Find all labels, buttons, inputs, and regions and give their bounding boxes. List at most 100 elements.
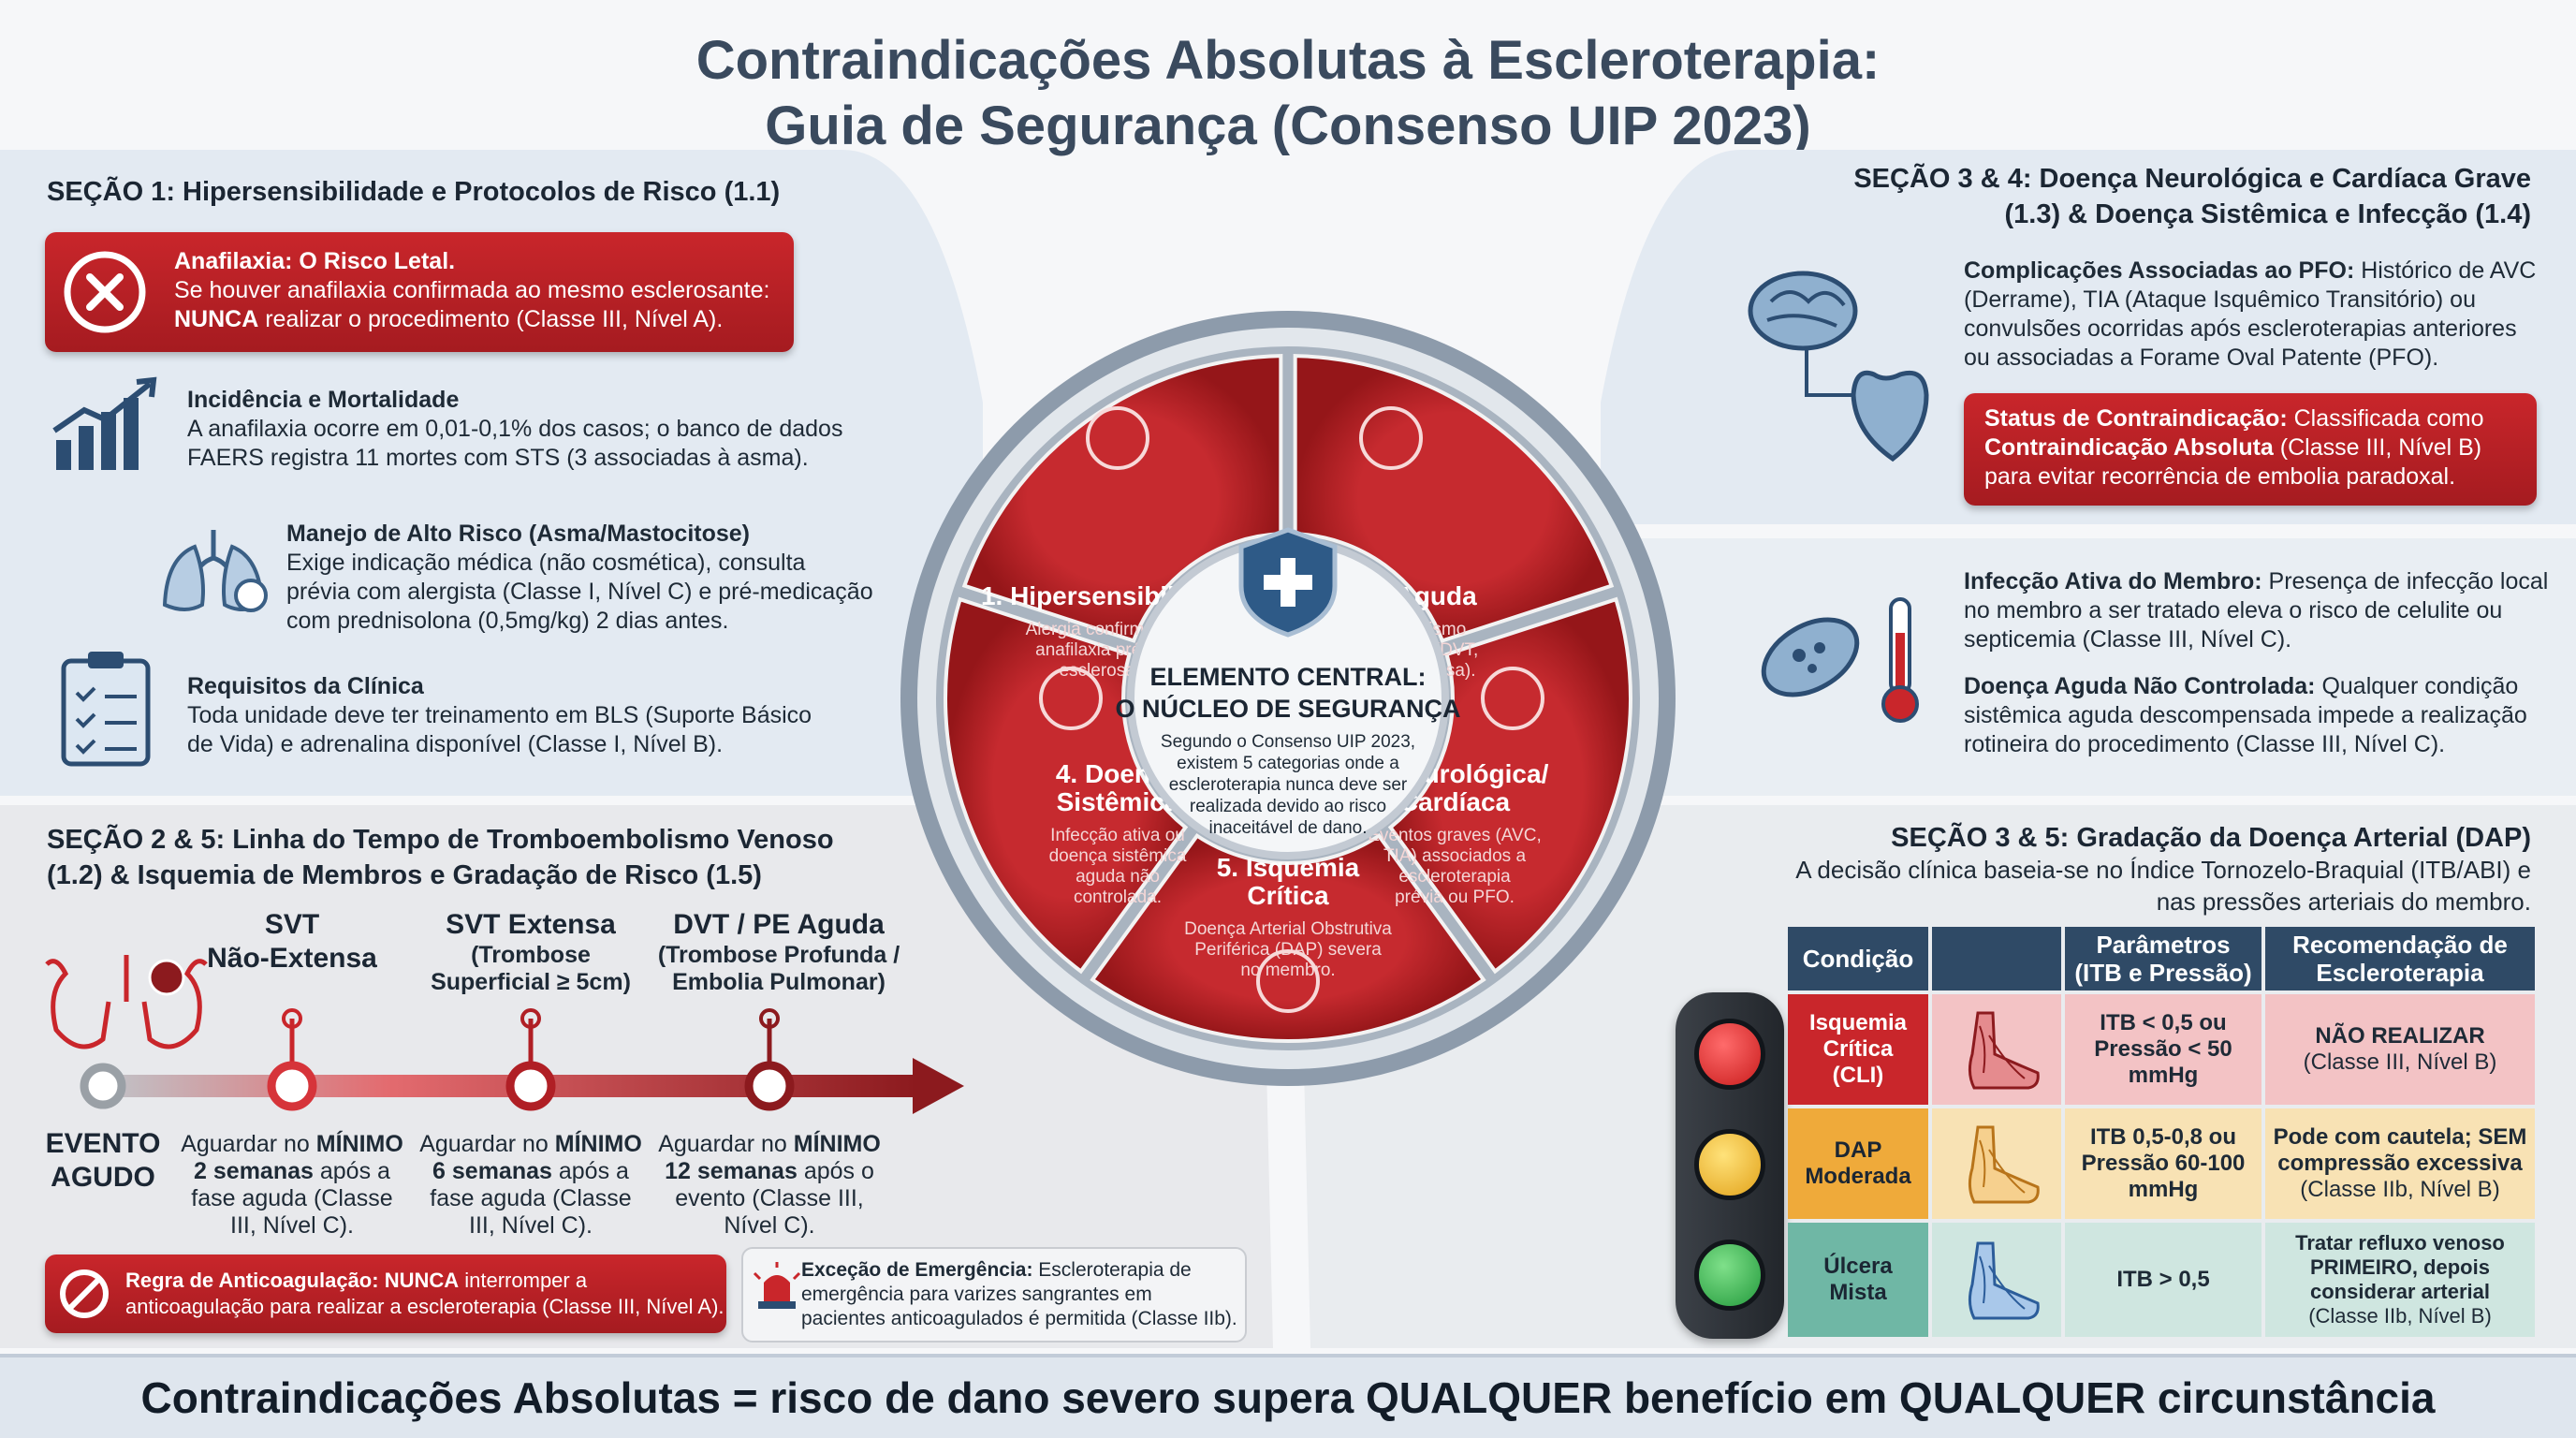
clinic-req-l1: Toda unidade deve ter treinamento em BLS…	[187, 702, 812, 728]
step-2-s2: Superficial ≥ 5cm)	[431, 969, 631, 995]
foot-red-icon	[1968, 1011, 2040, 1090]
incidence-l2: FAERS registra 11 mortes com STS (3 asso…	[187, 445, 809, 471]
page-title-line2: Guia de Segurança (Consenso UIP 2023)	[765, 95, 1811, 156]
traffic-light-yellow	[1694, 1129, 1765, 1200]
timeline	[45, 955, 964, 1114]
segment-ischemia-title-1: Crítica	[1247, 881, 1329, 910]
step-2-d0: Aguardar no	[419, 1131, 555, 1157]
alert-line2: realizar o procedimento (Classe III, Nív…	[258, 306, 724, 332]
step-3-d3: Nível C).	[724, 1212, 815, 1239]
timeline-node-3	[744, 1061, 795, 1111]
foot-icon	[1256, 949, 1320, 1013]
page-title-line1: Contraindicações Absolutas à Esclerotera…	[695, 30, 1881, 91]
segment-tve-acute	[1293, 354, 1615, 643]
segment-systemic-disease	[944, 596, 1189, 975]
timeline-node-event	[80, 1063, 126, 1109]
step-1-d2: fase aguda (Classe	[191, 1185, 393, 1211]
infection-l1: no membro a ser tratado eleva o risco de…	[1964, 597, 2503, 624]
traffic-light-red	[1694, 1019, 1765, 1090]
s25-title-l2: (1.2) & Isquemia de Membros e Gradação d…	[47, 860, 762, 890]
step-3-s1: (Trombose Profunda /	[657, 942, 900, 968]
step-1-desc: Aguardar no MÍNIMO 2 semanas após a fase…	[170, 1131, 414, 1240]
highrisk-l3: com prednisolona (0,5mg/kg) 2 dias antes…	[286, 608, 729, 634]
status-l1: (Classe III, Nível B)	[2273, 434, 2482, 461]
event-label: EVENTO AGUDO	[28, 1127, 178, 1195]
segment-ischemia-desc-2: no membro.	[1240, 961, 1335, 980]
step-1-d3: III, Nível C).	[230, 1212, 354, 1239]
incidence-l1: A anafilaxia ocorre em 0,01-0,1% dos cas…	[187, 416, 843, 442]
timeline-arrow	[913, 1058, 964, 1114]
row-ulcer-condition: Úlcera Mista	[1788, 1223, 1928, 1337]
core-title-2: O NÚCLEO DE SEGURANÇA	[1115, 694, 1460, 723]
page-title: Contraindicações Absolutas à Esclerotera…	[0, 28, 2576, 159]
row-ulcer-params: ITB > 0,5	[2065, 1223, 2261, 1337]
step-3: DVT / PE Aguda (Trombose Profunda / Embo…	[638, 908, 919, 996]
step-2-dstrong: MÍNIMO	[554, 1131, 642, 1157]
row-cli-foot	[1932, 994, 2061, 1105]
step-2-d3: III, Nível C).	[469, 1212, 593, 1239]
status-strong: Contraindicação Absoluta	[1984, 434, 2274, 461]
pfo-status-box: Status de Contraindicação: Classificada …	[1964, 393, 2537, 506]
step-3-s2: Embolia Pulmonar)	[672, 969, 886, 995]
clipboard-icon	[61, 652, 151, 767]
th-condition: Condição	[1788, 927, 1928, 990]
step-3-l1: DVT / PE Aguda	[673, 909, 885, 940]
row-ulcer-rec-bold: Tratar refluxo venoso PRIMEIRO, depois c…	[2295, 1231, 2505, 1303]
highrisk-l2: prévia com alergista (Classe I, Nível C)…	[286, 579, 873, 605]
core-title-1: ELEMENTO CENTRAL:	[1150, 663, 1427, 691]
foot-orange-icon	[1968, 1125, 2040, 1204]
step-1-d1: após a	[313, 1158, 390, 1184]
footer-banner: Contraindicações Absolutas = risco de da…	[0, 1354, 2576, 1438]
row-cli-condition: Isquemia Crítica (CLI)	[1788, 994, 1928, 1105]
timeline-node-2	[505, 1061, 556, 1111]
status-l0: Classificada como	[2287, 405, 2484, 432]
brain-heart-icon	[1748, 271, 1929, 462]
step-2-d1: após a	[551, 1158, 629, 1184]
incidence-head: Incidência e Mortalidade	[187, 387, 460, 413]
step-3-dstrong: MÍNIMO	[793, 1131, 881, 1157]
virus-icon	[1086, 406, 1149, 470]
th-blank	[1932, 927, 2061, 990]
segment-systemic-desc-0: Infecção ativa ou	[1050, 826, 1185, 845]
infection-head: Infecção Ativa do Membro:	[1964, 568, 2262, 594]
segment-neuro-cardiac	[1387, 596, 1632, 975]
lungs-icon	[162, 530, 268, 612]
core-desc-line-3: realizada devido ao risco	[1190, 797, 1386, 816]
step-1-l1: SVT	[264, 909, 320, 940]
anticoag-rule-box: Regra de Anticoagulação: NUNCA interromp…	[45, 1255, 726, 1333]
step-3-d0: Aguardar no	[658, 1131, 794, 1157]
infection-l2: septicemia (Classe III, Nível C).	[1964, 626, 2292, 653]
step-1-d0: Aguardar no	[181, 1131, 316, 1157]
clinic-req-l2: de Vida) e adrenalina disponível (Classe…	[187, 731, 724, 757]
row-dap-condition: DAP Moderada	[1788, 1108, 1928, 1219]
segment-systemic-desc-1: doença sistêmica	[1049, 846, 1187, 866]
siren-icon	[753, 1262, 801, 1309]
lungs-clot-icon	[45, 959, 208, 1049]
exc-l3: pacientes anticoagulados é permitida (Cl…	[801, 1308, 1237, 1329]
pfo-head: Complicações Associadas ao PFO:	[1964, 257, 2355, 284]
step-3-d1b: 12 semanas	[665, 1158, 798, 1184]
step-2-d2: fase aguda (Classe	[430, 1185, 632, 1211]
segment-ischemia-desc-0: Doença Arterial Obstrutiva	[1184, 919, 1392, 939]
row-cli-rec-bold: NÃO REALIZAR	[2315, 1023, 2485, 1049]
acute-l2: rotineira do procedimento (Classe III, N…	[1964, 731, 2446, 757]
bacteria-thermometer-icon	[1761, 597, 1919, 723]
row-ulcer-foot	[1932, 1223, 2061, 1337]
vein-clot-icon	[1359, 406, 1423, 470]
rule-head: Regra de Anticoagulação:	[125, 1269, 379, 1292]
traffic-light	[1676, 992, 1784, 1339]
status-l2: para evitar recorrência de embolia parad…	[1984, 463, 2456, 490]
exc-l2: emergência para varizes sangrantes em	[801, 1284, 1152, 1305]
row-cli-recommendation: NÃO REALIZAR (Classe III, Nível B)	[2265, 994, 2535, 1105]
row-cli-rec: (Classe III, Nível B)	[2303, 1049, 2497, 1075]
th-params: Parâmetros (ITB e Pressão)	[2065, 927, 2261, 990]
status-head: Status de Contraindicação:	[1984, 405, 2288, 432]
exc-l1: Escleroterapia de	[1032, 1259, 1192, 1281]
step-1-dstrong: MÍNIMO	[315, 1131, 403, 1157]
pfo-l0: Histórico de AVC	[2354, 257, 2537, 284]
s35-sub2: nas pressões arteriais do membro.	[2156, 888, 2531, 916]
alert-line1: Se houver anafilaxia confirmada ao mesmo…	[174, 277, 770, 303]
step-3-d1: após o	[797, 1158, 874, 1184]
step-2: SVT Extensa (Trombose Superficial ≥ 5cm)	[409, 908, 652, 996]
